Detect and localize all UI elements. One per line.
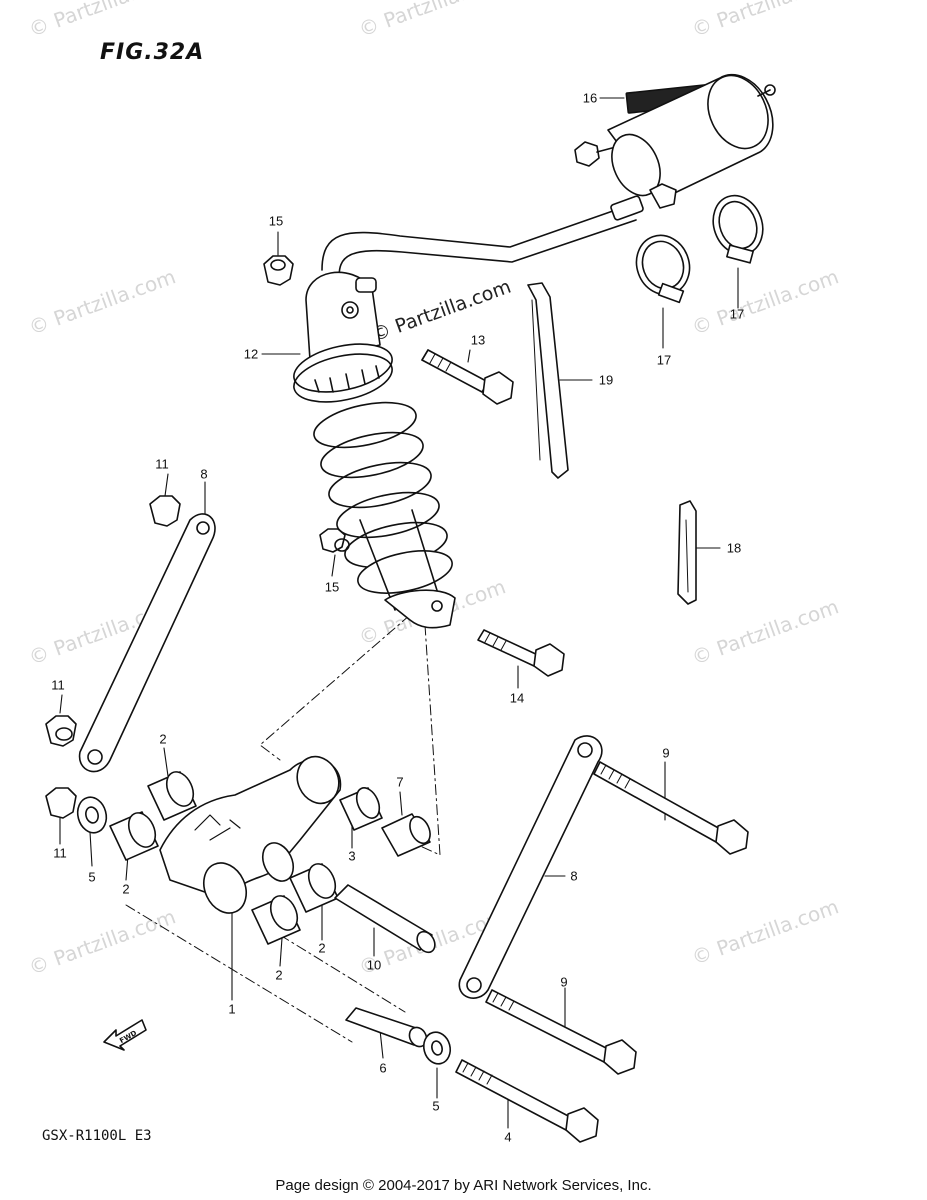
callout-17: 17 bbox=[729, 306, 745, 322]
strap-18 bbox=[677, 500, 697, 605]
callout-18: 18 bbox=[726, 540, 742, 556]
bolt-9-upper bbox=[593, 761, 749, 855]
callout-11: 11 bbox=[51, 677, 65, 693]
callout-2: 2 bbox=[318, 940, 326, 956]
callout-11: 11 bbox=[53, 845, 67, 861]
callout-2: 2 bbox=[275, 967, 283, 983]
hose-clamp-17b bbox=[712, 194, 764, 264]
washer-5-top bbox=[76, 796, 108, 834]
callout-17: 17 bbox=[656, 352, 672, 368]
reservoir-hose bbox=[321, 195, 644, 284]
bearing-2-b bbox=[109, 811, 159, 861]
callout-2: 2 bbox=[159, 731, 167, 747]
callout-7: 7 bbox=[396, 774, 404, 790]
nut-11-top bbox=[149, 495, 181, 527]
callout-8: 8 bbox=[570, 868, 578, 884]
bolt-9-lower bbox=[485, 989, 637, 1075]
forward-arrow-icon: FWD bbox=[103, 1019, 147, 1051]
callout-14: 14 bbox=[509, 690, 525, 706]
nut-15-lower bbox=[319, 528, 350, 553]
bearing-3 bbox=[339, 787, 383, 831]
callout-15: 15 bbox=[324, 579, 340, 595]
callout-11: 11 bbox=[155, 456, 169, 472]
bolt-4 bbox=[455, 1059, 599, 1143]
callout-6: 6 bbox=[379, 1060, 387, 1076]
callout-13: 13 bbox=[470, 332, 486, 348]
sleeve-7 bbox=[381, 813, 431, 857]
callout-5: 5 bbox=[432, 1098, 440, 1114]
bearing-2-d bbox=[251, 895, 301, 945]
rear-shock-absorber bbox=[293, 271, 456, 629]
assembly-lines bbox=[125, 614, 441, 1043]
nut-15-top bbox=[263, 255, 294, 286]
callout-16: 16 bbox=[582, 90, 598, 106]
cable-tie-19 bbox=[527, 282, 569, 479]
figure-title: FIG.32A bbox=[100, 40, 205, 65]
bolt-14 bbox=[477, 629, 565, 677]
leader-lines bbox=[59, 97, 739, 1129]
tie-rod-8-left bbox=[78, 513, 216, 773]
callout-10: 10 bbox=[366, 957, 382, 973]
fwd-label: FWD bbox=[118, 1029, 138, 1045]
nut-11-bottom bbox=[45, 787, 77, 819]
cushion-lever-1 bbox=[159, 755, 342, 914]
callout-9: 9 bbox=[560, 974, 568, 990]
callout-19: 19 bbox=[598, 372, 614, 388]
bearing-2-c bbox=[289, 863, 339, 913]
hose-clamp-17a bbox=[635, 234, 691, 304]
callout-2: 2 bbox=[122, 881, 130, 897]
sleeve-6 bbox=[345, 1007, 428, 1048]
callout-5: 5 bbox=[88, 869, 96, 885]
callout-9: 9 bbox=[662, 745, 670, 761]
copyright-footer: Page design © 2004-2017 by ARI Network S… bbox=[275, 1177, 652, 1194]
tie-rod-8-right bbox=[458, 735, 603, 999]
callout-15: 15 bbox=[268, 213, 284, 229]
bolt-13 bbox=[421, 349, 514, 405]
model-code: GSX-R1100L E3 bbox=[42, 1128, 152, 1144]
sleeve-10 bbox=[334, 884, 436, 954]
shock-reservoir bbox=[574, 73, 776, 209]
callout-3: 3 bbox=[348, 848, 356, 864]
callout-8: 8 bbox=[200, 466, 208, 482]
washer-5-bottom bbox=[422, 1031, 452, 1065]
callout-4: 4 bbox=[504, 1129, 512, 1145]
callout-12: 12 bbox=[243, 346, 259, 362]
nut-11-mid bbox=[45, 715, 77, 747]
callout-1: 1 bbox=[228, 1001, 236, 1017]
bearing-2-a bbox=[147, 771, 197, 821]
